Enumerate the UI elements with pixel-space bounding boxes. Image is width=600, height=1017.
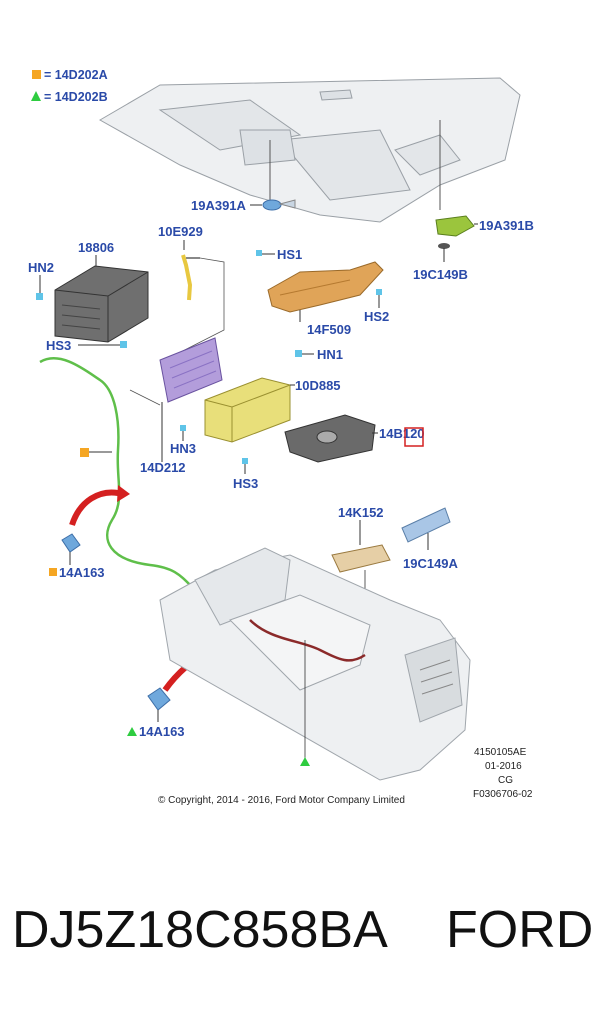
label-19c149a: 19C149A: [403, 556, 459, 571]
triangle-marker-14a163: [127, 727, 137, 736]
ref-cg: CG: [498, 775, 513, 786]
microphone-19a391a: [250, 199, 296, 211]
square-marker-14a163: [49, 568, 57, 576]
module-10d885: [204, 377, 295, 443]
label-18806: 18806: [78, 240, 114, 255]
label-14f509: 14F509: [307, 322, 351, 337]
label-14a163-lower: 14A163: [139, 724, 185, 739]
amplifier-14d212: [159, 337, 223, 462]
legend-square-icon: [32, 70, 41, 79]
label-hn3: HN3: [170, 441, 196, 456]
highlight-box: [404, 427, 424, 447]
microphone-19a391b: [435, 215, 478, 262]
ref-figure: F0306706-02: [473, 789, 533, 800]
label-hs3-upper: HS3: [46, 338, 71, 353]
label-14k152: 14K152: [338, 505, 384, 520]
legend-triangle-label: = 14D202B: [44, 90, 108, 104]
part-number: DJ5Z18C858BA: [12, 901, 388, 959]
ref-date: 01-2016: [485, 761, 522, 772]
red-arrow-upper: [69, 489, 119, 527]
label-19a391a: 19A391A: [191, 198, 247, 213]
label-19c149b: 19C149B: [413, 267, 468, 282]
legend-square-label: = 14D202A: [44, 68, 108, 82]
legend: = 14D202A = 14D202B: [31, 68, 108, 104]
triangle-marker-console: [300, 757, 310, 766]
part-19c149a: [401, 507, 451, 550]
legend-triangle-icon: [31, 91, 41, 101]
label-hs2: HS2: [364, 309, 389, 324]
brand-name: FORD: [446, 901, 594, 959]
label-10d885: 10D885: [295, 378, 341, 393]
label-14b120: 14B120: [379, 426, 425, 441]
cable-10e929: [181, 240, 200, 301]
center-console-illustration: [159, 547, 471, 781]
label-hs3-lower: HS3: [233, 476, 258, 491]
label-14a163-upper: 14A163: [59, 565, 105, 580]
connection-lines: [129, 257, 225, 406]
module-18806: [54, 255, 149, 343]
label-hn2: HN2: [28, 260, 54, 275]
label-hn1: HN1: [317, 347, 343, 362]
bracket-14f509: [267, 261, 384, 322]
headliner-illustration: [98, 77, 521, 223]
label-hs1: HS1: [277, 247, 302, 262]
square-marker: [80, 448, 89, 457]
connector-14a163-upper: [61, 533, 81, 565]
connector-14a163-lower: [147, 687, 171, 722]
label-14d212: 14D212: [140, 460, 186, 475]
control-panel-14b120: [284, 414, 378, 463]
ref-code: 4150105AE: [474, 747, 527, 758]
copyright: © Copyright, 2014 - 2016, Ford Motor Com…: [158, 795, 405, 806]
label-10e929: 10E929: [158, 224, 203, 239]
label-19a391b: 19A391B: [479, 218, 534, 233]
footer: DJ5Z18C858BA FORD: [0, 900, 600, 980]
parts-diagram: = 14D202A = 14D202B 19A391A 19A391B 19C1…: [28, 68, 534, 806]
